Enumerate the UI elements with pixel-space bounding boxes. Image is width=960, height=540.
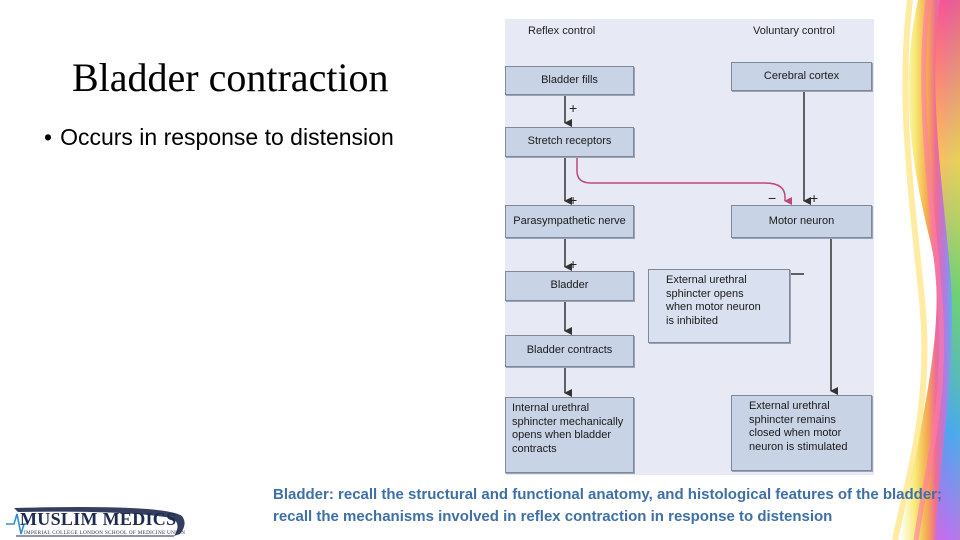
- bullet-dot-icon: •: [44, 124, 53, 150]
- internal-sphincter-line-3: opens when bladder: [512, 429, 612, 441]
- learning-objective-text: Bladder: recall the structural and funct…: [273, 486, 943, 525]
- rainbow-swirl-icon: [892, 0, 960, 540]
- external-remains-line-2: sphincter remains: [749, 413, 836, 426]
- box-parasympathetic-nerve: Parasympathetic nerve: [505, 205, 634, 238]
- box-bladder-contracts-label: Bladder contracts: [526, 344, 613, 357]
- external-opens-line-3: when motor neuron: [666, 301, 761, 313]
- box-motor-neuron-label: Motor neuron: [768, 214, 835, 227]
- muslim-medics-logo: MUSLIM MEDICS IMPERIAL COLLEGE LONDON SC…: [4, 506, 188, 540]
- internal-sphincter-line-4: contracts: [512, 442, 557, 455]
- box-internal-sphincter: Internal urethral sphincter mechanically…: [505, 397, 634, 473]
- external-remains-line-4: neuron is stimulated: [749, 440, 848, 453]
- bullet-text: Occurs in response to distension: [60, 124, 394, 150]
- plus-sign-stretch: +: [569, 100, 578, 116]
- external-remains-line-3: closed when motor: [749, 427, 842, 439]
- box-stretch-receptors-label: Stretch receptors: [527, 135, 612, 148]
- reflex-control-header: Reflex control: [528, 25, 596, 37]
- external-opens-line-4: is inhibited: [666, 314, 718, 327]
- box-cerebral-cortex: Cerebral cortex: [731, 62, 872, 91]
- plus-sign-bladder: +: [569, 256, 578, 272]
- logo-subtitle: IMPERIAL COLLEGE LONDON SCHOOL OF MEDICI…: [24, 530, 186, 536]
- box-bladder-contracts: Bladder contracts: [505, 335, 634, 367]
- box-stretch-receptors: Stretch receptors: [505, 127, 634, 157]
- plus-sign-motor: +: [810, 190, 819, 206]
- box-bladder-fills-label: Bladder fills: [541, 73, 598, 86]
- internal-sphincter-line-2: sphincter mechanically: [512, 415, 624, 428]
- plus-sign-parasympathetic: +: [569, 192, 578, 208]
- heartbeat-logo-icon: [6, 507, 185, 537]
- box-bladder-fills: Bladder fills: [505, 66, 634, 95]
- box-external-sphincter-opens: External urethral sphincter opens when m…: [648, 269, 790, 343]
- box-bladder-label: Bladder: [550, 279, 589, 292]
- box-external-sphincter-remains: External urethral sphincter remains clos…: [731, 395, 872, 471]
- reflex-diagram: Reflex control Voluntary control Bladder…: [505, 19, 874, 475]
- slide-title: Bladder contraction: [72, 55, 389, 100]
- box-cerebral-cortex-label: Cerebral cortex: [763, 69, 840, 82]
- logo-name: MUSLIM MEDICS: [20, 509, 177, 529]
- minus-sign-motor: −: [768, 190, 777, 206]
- internal-sphincter-line-1: Internal urethral: [512, 402, 590, 414]
- box-parasympathetic-nerve-label: Parasympathetic nerve: [513, 214, 626, 227]
- external-opens-line-2: sphincter opens: [666, 287, 744, 300]
- bullet-point: • Occurs in response to distension: [44, 124, 394, 151]
- box-bladder: Bladder: [505, 271, 634, 301]
- external-remains-line-1: External urethral: [749, 400, 830, 412]
- external-opens-line-1: External urethral: [666, 274, 747, 286]
- box-motor-neuron: Motor neuron: [731, 205, 872, 238]
- diagram-arrows: [564, 91, 838, 397]
- voluntary-control-header: Voluntary control: [753, 25, 835, 37]
- inhibitory-arrow: [576, 157, 792, 205]
